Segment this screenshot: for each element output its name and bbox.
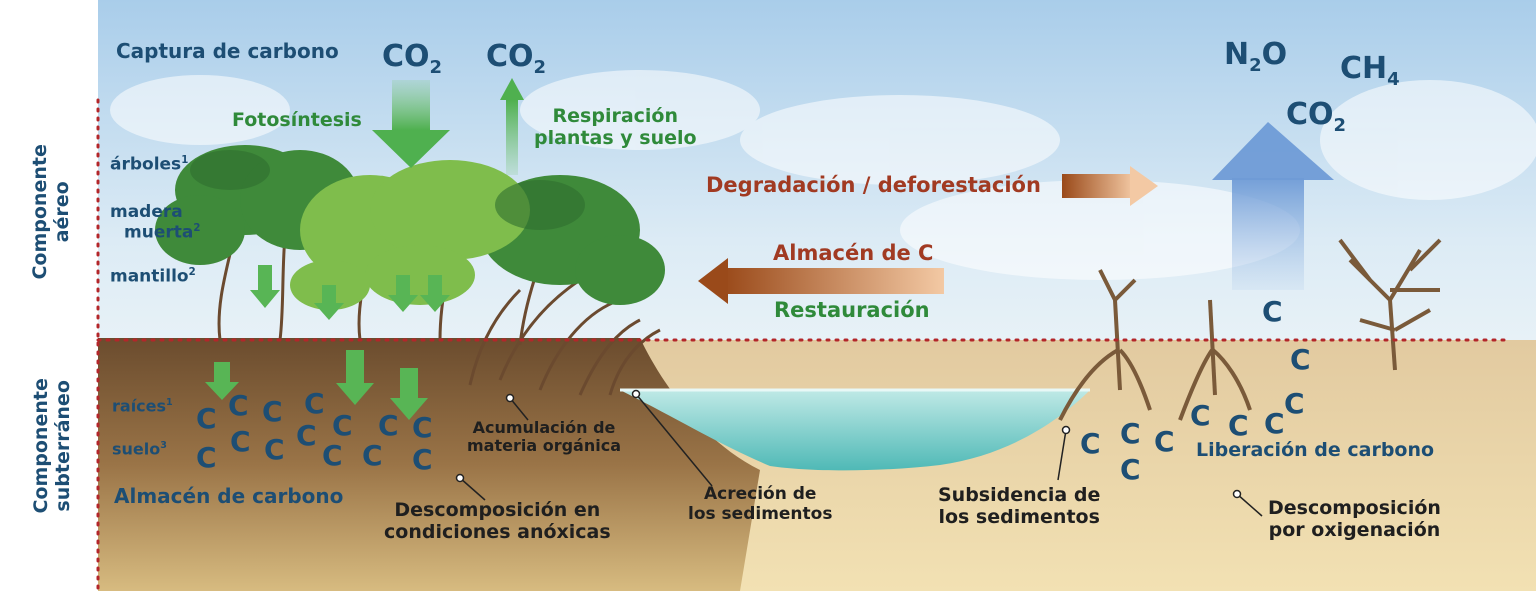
madera-muerta-label: madera muerta2 <box>110 202 201 243</box>
respiracion-line1: Respiración <box>552 105 679 127</box>
organic-soil <box>98 338 760 591</box>
carbon-symbol: C <box>1284 387 1305 420</box>
acumulacion-line2: materia orgánica <box>467 436 621 456</box>
carbon-symbol: C <box>1154 425 1175 458</box>
degradacion-label: Degradación / deforestación <box>706 173 1041 197</box>
label-componente-subterraneo: Componente subterráneo <box>30 371 75 521</box>
mantillo-label: mantillo2 <box>110 266 196 287</box>
carbon-symbol: C <box>322 439 343 472</box>
up-arrow-icon <box>1212 122 1334 290</box>
carbon-symbol: C <box>1120 453 1141 486</box>
carbon-symbol: C <box>1190 399 1211 432</box>
descomposicion-anoxica-label: Descomposición en condiciones anóxicas <box>384 499 611 544</box>
co2-capture-label: CO2 <box>382 39 443 78</box>
arboles-label: árboles1 <box>110 154 189 175</box>
carbon-symbol: C <box>1264 407 1285 440</box>
descomp-anox-line1: Descomposición en <box>394 499 601 521</box>
carbon-symbol: C <box>304 387 325 420</box>
carbon-symbol: C <box>230 425 251 458</box>
componente-sub-line2: subterráneo <box>52 380 74 512</box>
mangrove-forest <box>155 145 665 396</box>
acumulacion-line1: Acumulación de <box>472 418 616 437</box>
carbon-symbol: C <box>362 439 383 472</box>
n2o-label: N2O <box>1224 37 1288 76</box>
componente-sub-line1: Componente <box>30 378 53 514</box>
fotosintesis-label: Fotosíntesis <box>232 109 362 131</box>
ch4-label: CH4 <box>1340 51 1400 90</box>
soil-down-arrows <box>205 350 428 420</box>
left-arrow-icon <box>698 258 944 304</box>
carbon-symbol: C <box>196 441 217 474</box>
respiracion-line2: plantas y suelo <box>534 126 697 149</box>
clouds <box>110 70 1536 280</box>
carbon-symbol: C <box>262 395 283 428</box>
carbon-symbol: C <box>296 419 317 452</box>
litter-down-arrows <box>250 265 450 320</box>
respiracion-label: Respiración plantas y suelo <box>534 105 697 150</box>
carbon-symbol: C <box>1290 343 1311 376</box>
restauracion-label: Restauración <box>774 298 930 322</box>
muerta-line: muerta2 <box>124 222 201 243</box>
carbon-symbol: C <box>1080 427 1101 460</box>
water-channel <box>620 390 1090 471</box>
descomp-oxi-line1: Descomposición <box>1268 497 1441 519</box>
dead-mangroves <box>1058 238 1442 421</box>
carbon-symbol: C <box>1262 295 1283 328</box>
acrecion-line1: Acreción de <box>704 484 817 504</box>
almacen-c-label: Almacén de C <box>773 241 934 265</box>
subsidencia-label: Subsidencia de los sedimentos <box>938 484 1101 529</box>
pointer-dot-icon <box>455 389 1242 499</box>
componente-aereo-line1: Componente <box>29 144 52 280</box>
co2-respiration-label: CO2 <box>486 39 547 78</box>
componente-aereo-line2: aéreo <box>51 181 73 243</box>
madera-line: madera <box>110 202 183 222</box>
carbon-symbol: C <box>264 433 285 466</box>
carbon-symbol: C <box>412 443 433 476</box>
carbon-symbol: C <box>332 409 353 442</box>
suelo-label: suelo3 <box>112 439 167 459</box>
acrecion-label: Acreción de los sedimentos <box>688 484 833 524</box>
raices-label: raíces1 <box>112 396 173 416</box>
carbon-symbol: C <box>228 389 249 422</box>
descomp-anox-line2: condiciones anóxicas <box>384 520 611 543</box>
carbon-symbol: C <box>196 402 217 435</box>
co2-release-label: CO2 <box>1286 97 1347 136</box>
descomposicion-oxigenacion-label: Descomposición por oxigenación <box>1268 497 1441 542</box>
subsidencia-line2: los sedimentos <box>938 505 1100 528</box>
up-arrow-icon <box>500 78 524 175</box>
carbon-symbol: C <box>412 411 433 444</box>
carbon-symbol: C <box>378 409 399 442</box>
right-arrow-icon <box>1062 166 1158 206</box>
acrecion-line2: los sedimentos <box>688 503 833 524</box>
descomp-oxi-line2: por oxigenación <box>1268 518 1441 541</box>
liberacion-label: Liberación de carbono <box>1196 439 1435 461</box>
down-arrow-icon <box>372 80 450 168</box>
carbon-symbol: C <box>1120 417 1141 450</box>
carbon-symbol: C <box>1228 409 1249 442</box>
callout-lines <box>459 393 1263 517</box>
subsidencia-line1: Subsidencia de <box>938 484 1101 506</box>
label-componente-aereo: Componente aéreo <box>29 142 74 282</box>
acumulacion-label: Acumulación de materia orgánica <box>467 418 621 456</box>
captura-label: Captura de carbono <box>116 39 339 63</box>
almacen-carbono-label: Almacén de carbono <box>114 484 344 508</box>
